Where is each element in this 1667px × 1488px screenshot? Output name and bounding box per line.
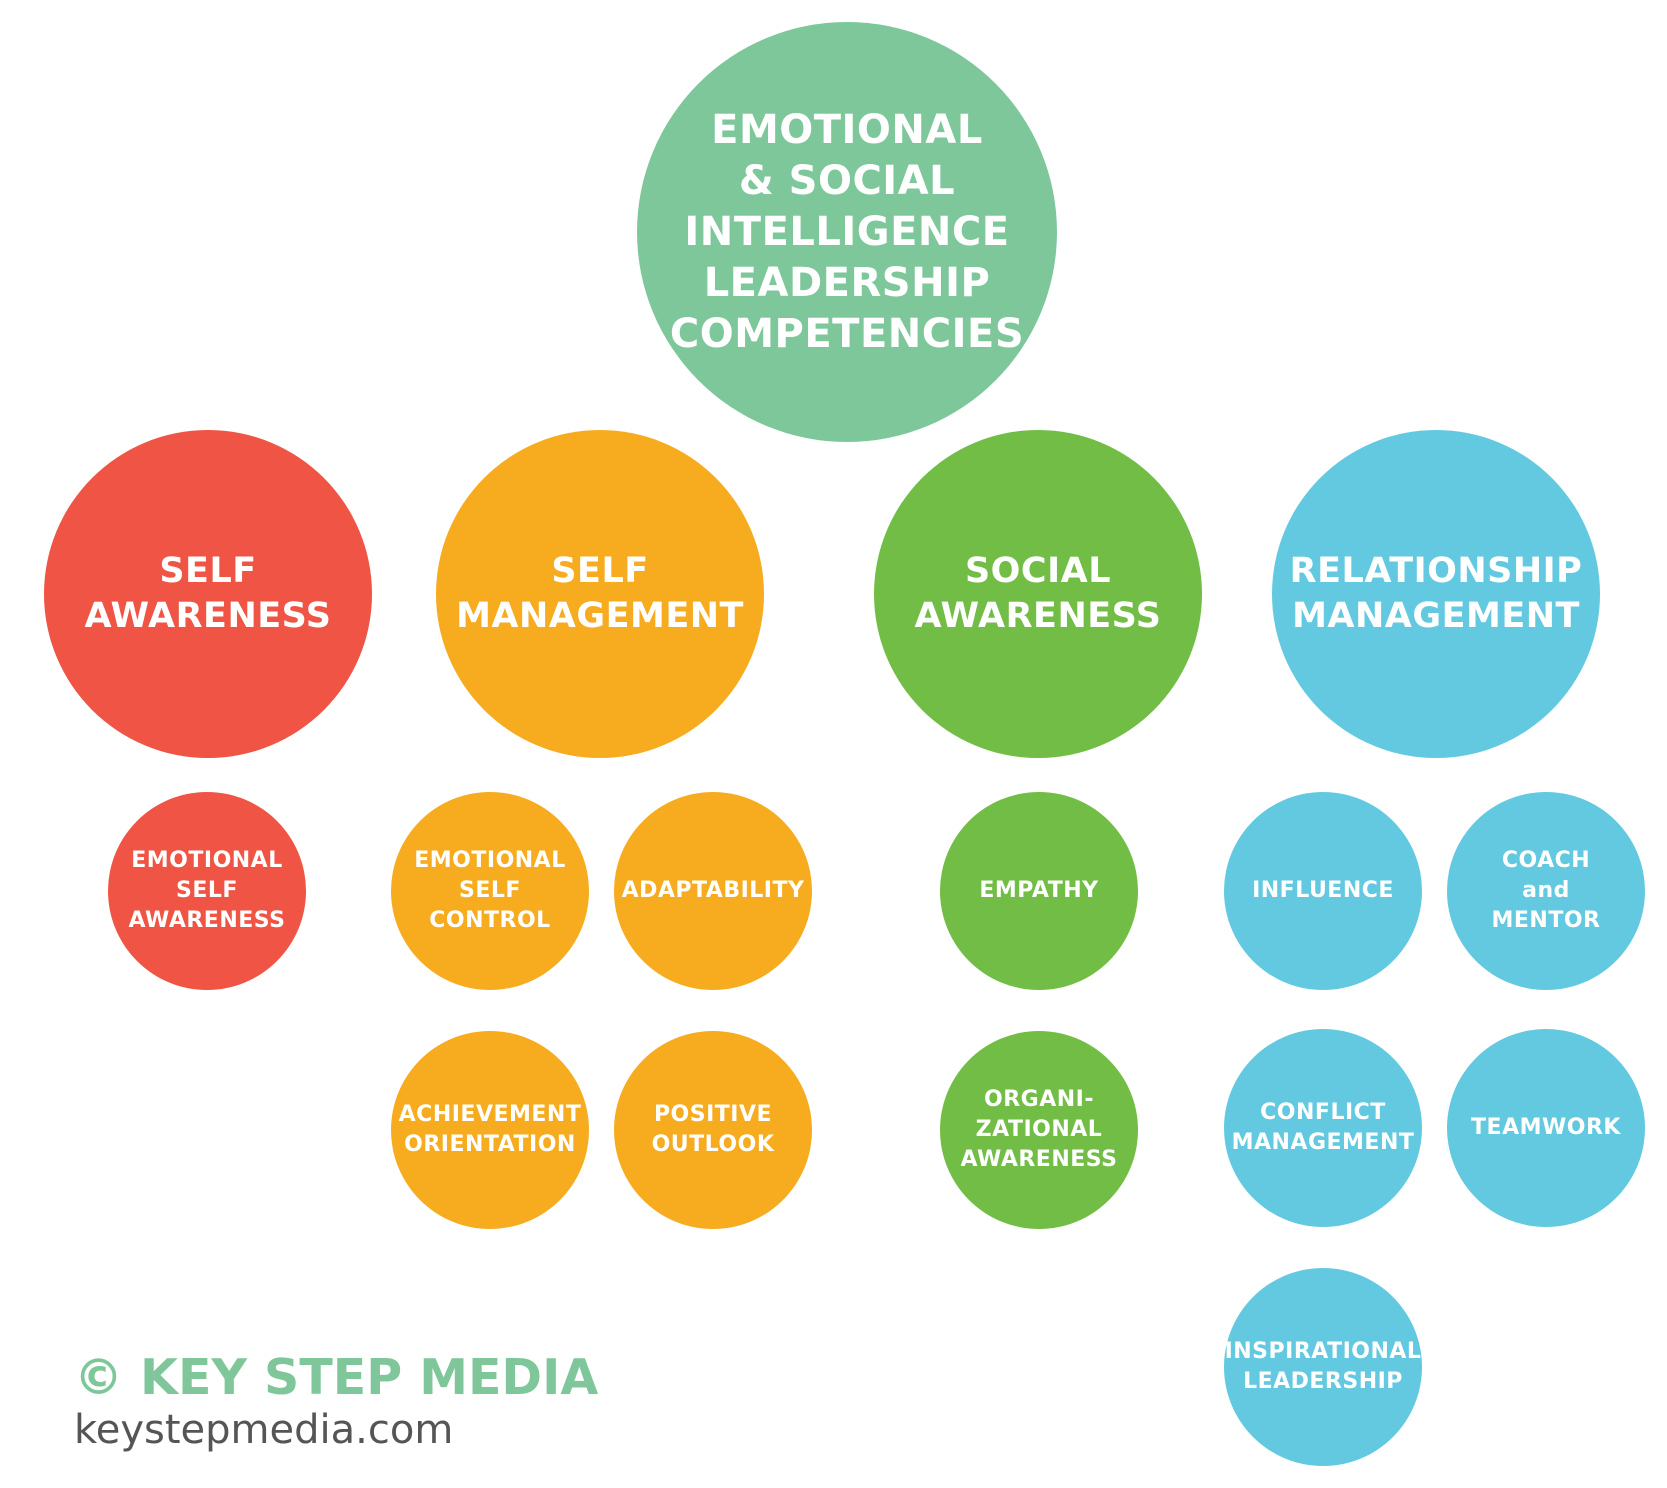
category-label: SOCIAL AWARENESS bbox=[914, 551, 1162, 636]
competency-label: EMPATHY bbox=[979, 878, 1099, 903]
competency-label: POSITIVE OUTLOOK bbox=[651, 1102, 775, 1157]
category-label: SELF MANAGEMENT bbox=[456, 551, 744, 636]
competency-label: ACHIEVEMENT ORIENTATION bbox=[398, 1102, 582, 1157]
competency-label: INSPIRATIONAL LEADERSHIP bbox=[1224, 1339, 1422, 1394]
competency-label: TEAMWORK bbox=[1471, 1115, 1621, 1140]
main-topic-label: EMOTIONAL & SOCIAL INTELLIGENCE LEADERSH… bbox=[669, 106, 1025, 357]
competency-influence: INFLUENCE bbox=[1224, 792, 1422, 990]
competency-label: INFLUENCE bbox=[1252, 878, 1394, 903]
category-social-awareness: SOCIAL AWARENESS bbox=[874, 430, 1202, 758]
competency-empathy: EMPATHY bbox=[940, 792, 1138, 990]
brand-copyright: © KEY STEP MEDIA bbox=[74, 1349, 599, 1406]
competency-positive-outlook: POSITIVE OUTLOOK bbox=[614, 1031, 812, 1229]
main-topic-bubble: EMOTIONAL & SOCIAL INTELLIGENCE LEADERSH… bbox=[637, 22, 1057, 442]
competency-label: EMOTIONAL SELF AWARENESS bbox=[128, 848, 286, 933]
category-self-awareness: SELF AWARENESS bbox=[44, 430, 372, 758]
category-relationship-management: RELATIONSHIP MANAGEMENT bbox=[1272, 430, 1600, 758]
competency-label: ORGANI- ZATIONAL AWARENESS bbox=[960, 1087, 1118, 1172]
competency-label: CONFLICT MANAGEMENT bbox=[1231, 1100, 1415, 1155]
competency-label: ADAPTABILITY bbox=[621, 878, 805, 903]
competency-achievement-orientation: ACHIEVEMENT ORIENTATION bbox=[391, 1031, 589, 1229]
competency-coach-and-mentor: COACH and MENTOR bbox=[1447, 792, 1645, 990]
category-label: RELATIONSHIP MANAGEMENT bbox=[1289, 551, 1583, 636]
competency-inspirational-leadership: INSPIRATIONAL LEADERSHIP bbox=[1224, 1268, 1422, 1466]
competency-conflict-management: CONFLICT MANAGEMENT bbox=[1224, 1029, 1422, 1227]
brand-website: keystepmedia.com bbox=[74, 1407, 454, 1453]
category-label: SELF AWARENESS bbox=[84, 551, 332, 636]
competency-organizational-awareness: ORGANI- ZATIONAL AWARENESS bbox=[940, 1031, 1138, 1229]
competency-adaptability: ADAPTABILITY bbox=[614, 792, 812, 990]
competency-label: COACH and MENTOR bbox=[1491, 848, 1601, 933]
competency-label: EMOTIONAL SELF CONTROL bbox=[414, 848, 566, 933]
competency-emotional-self-control: EMOTIONAL SELF CONTROL bbox=[391, 792, 589, 990]
competency-teamwork: TEAMWORK bbox=[1447, 1029, 1645, 1227]
competency-emotional-self-awareness: EMOTIONAL SELF AWARENESS bbox=[108, 792, 306, 990]
category-self-management: SELF MANAGEMENT bbox=[436, 430, 764, 758]
